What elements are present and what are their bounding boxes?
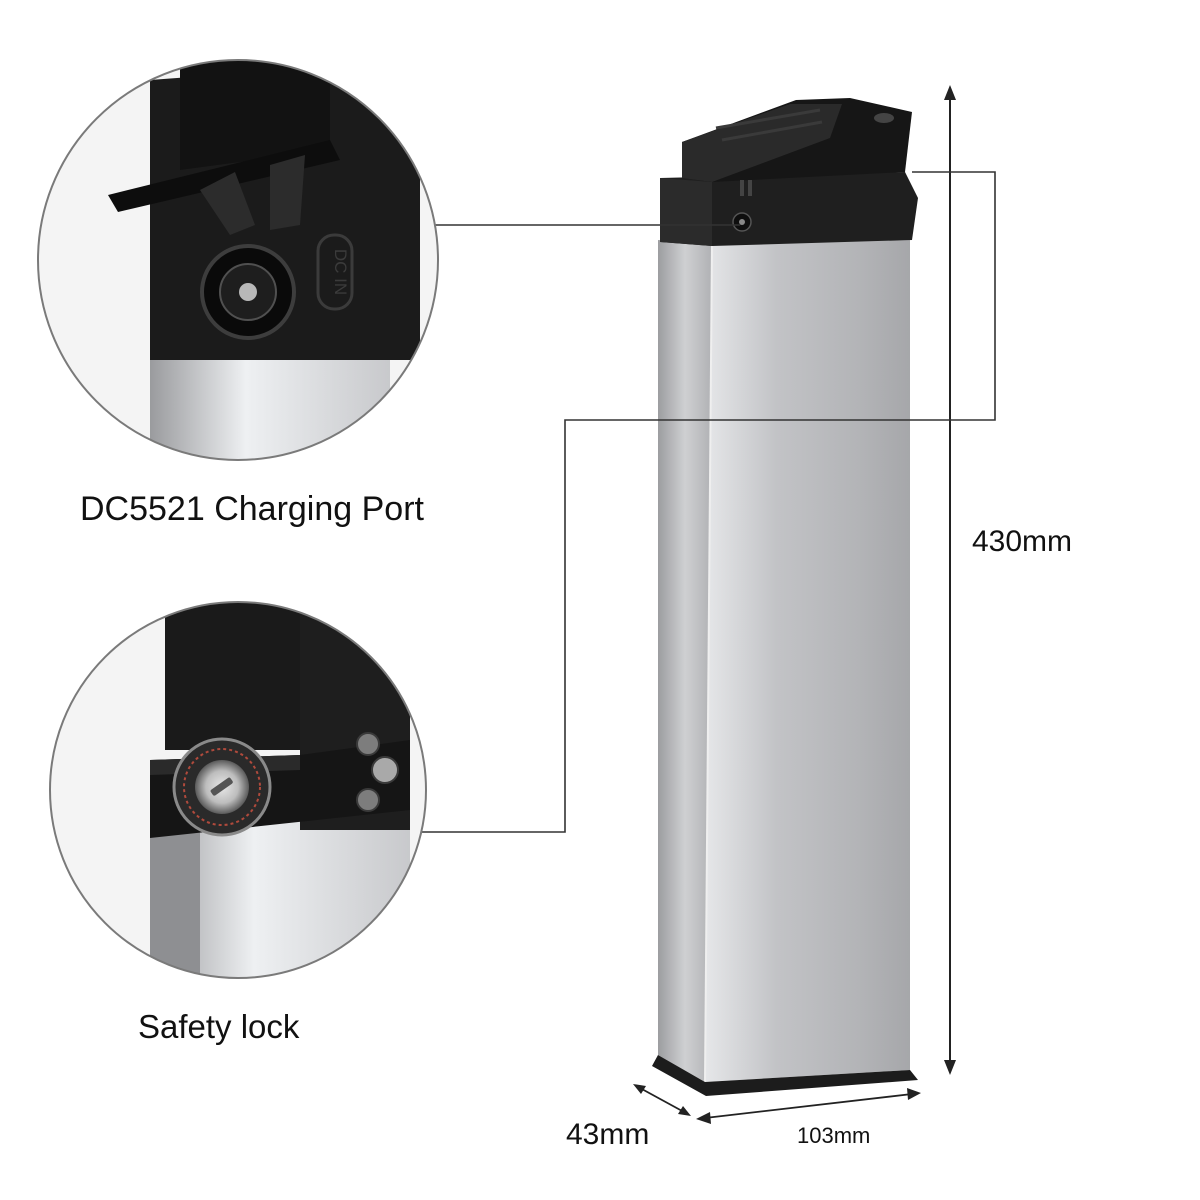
battery-bottom-cap [652, 1055, 918, 1096]
port-marking: DC IN [331, 249, 350, 295]
height-label: 430mm [972, 525, 1073, 558]
height-dimension [944, 85, 956, 1075]
lock-leader-line [418, 171, 996, 833]
charging-port-zoom: DC IN [37, 59, 439, 461]
safety-lock-label: Safety lock [138, 1008, 300, 1045]
width-dimension [696, 1088, 921, 1124]
depth-label: 43mm [566, 1118, 650, 1151]
battery-front-face [705, 240, 910, 1082]
battery-side-face [658, 240, 712, 1082]
charging-port-label: DC5521 Charging Port [80, 490, 424, 528]
safety-lock-zoom [49, 601, 427, 979]
battery-body [652, 240, 918, 1096]
depth-dimension [633, 1084, 691, 1116]
battery-top-cap [660, 98, 918, 246]
width-label: 103mm [797, 1123, 871, 1148]
